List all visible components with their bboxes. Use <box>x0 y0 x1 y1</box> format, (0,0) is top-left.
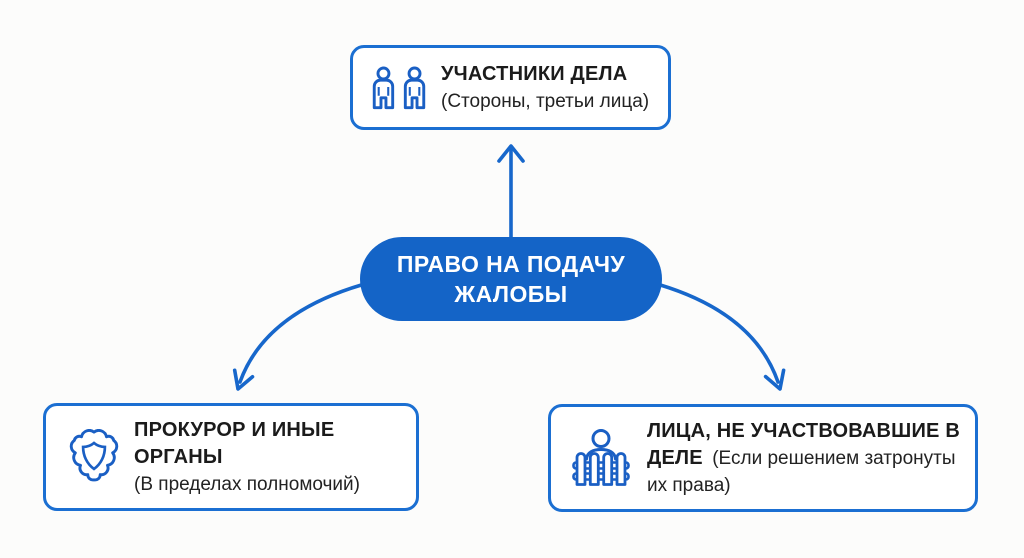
two-people-icon <box>369 66 429 110</box>
arrow-to-participants <box>497 144 525 252</box>
node-non-participants: ЛИЦА, НЕ УЧАСТВОВАВШИЕ В ДЕЛЕ (Если реше… <box>548 404 978 512</box>
prosecutor-subtitle: (В пределах полномочий) <box>134 473 360 495</box>
prosecutor-title: ПРОКУРОР И ИНЫЕ ОРГАНЫ <box>134 418 335 468</box>
non-participants-subtitle: (Если решением затронуты их права) <box>647 447 956 496</box>
pill-title-line1: ПРАВО НА ПОДАЧУ <box>396 251 626 277</box>
shield-icon <box>64 429 124 485</box>
participants-subtitle: (Стороны, третьи лица) <box>441 90 650 112</box>
participants-title: УЧАСТНИКИ ДЕЛА <box>441 62 628 85</box>
person-fence-icon <box>567 426 635 490</box>
node-prosecutor: ПРОКУРОР И ИНЫЕ ОРГАНЫ (В пределах полно… <box>43 403 419 511</box>
non-participants-title: ЛИЦА, НЕ УЧАСТВОВАВШИЕ В ДЕЛЕ <box>647 419 960 469</box>
arrow-to-prosecutor <box>232 280 374 391</box>
pill-title-line2: ЖАЛОБЫ <box>454 281 568 307</box>
node-participants: УЧАСТНИКИ ДЕЛА (Стороны, третьи лица) <box>350 45 671 130</box>
arrow-to-non-participants <box>648 280 786 391</box>
central-node-right-to-file-complaint: ПРАВО НА ПОДАЧУ ЖАЛОБЫ <box>360 237 662 321</box>
